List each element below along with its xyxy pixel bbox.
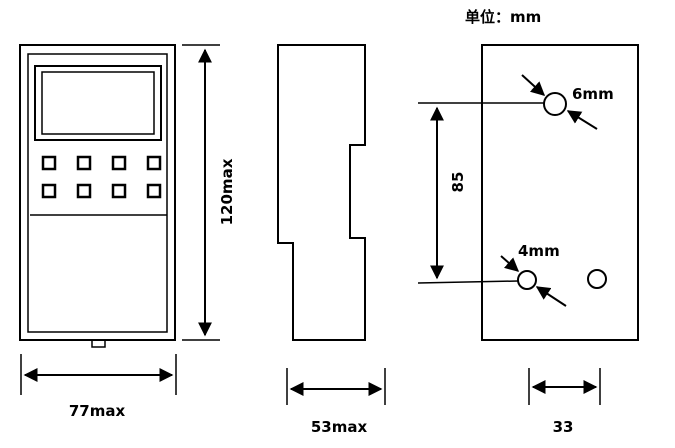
hole-small-label: 4mm: [518, 242, 560, 260]
horizontal-spacing-label: 33: [553, 418, 574, 436]
button-row1-3: [111, 155, 127, 171]
bottom-connector: [91, 339, 106, 348]
front-width-label: 77max: [69, 402, 126, 420]
front-inner-body: [27, 53, 168, 333]
front-view: [19, 44, 176, 348]
mounting-hole-small: [517, 270, 537, 290]
front-height-label: 120max: [218, 158, 236, 225]
vertical-spacing-label: 85: [449, 172, 467, 193]
button-row2-3: [111, 183, 127, 199]
hole-large-label: 6mm: [572, 85, 614, 103]
lcd-screen-frame: [34, 65, 162, 141]
button-row2-2: [76, 183, 92, 199]
button-row1-1: [41, 155, 57, 171]
front-width-dimension: [20, 354, 177, 395]
mounting-hole-small-right: [587, 269, 607, 289]
button-row1-2: [76, 155, 92, 171]
hole-large-arrows: [521, 74, 598, 130]
back-view-outline: [481, 44, 639, 341]
horizontal-spacing-dimension: [528, 368, 601, 405]
side-view-outline: [277, 44, 366, 341]
lcd-screen: [41, 71, 155, 135]
vertical-spacing-dimension: [417, 102, 545, 284]
button-row2-4: [146, 183, 162, 199]
mounting-hole-large: [543, 92, 567, 116]
hole-small-arrows: [500, 255, 567, 307]
button-row1-4: [146, 155, 162, 171]
side-width-dimension: [286, 368, 386, 405]
front-height-dimension: [182, 44, 220, 341]
button-row2-1: [41, 183, 57, 199]
side-width-label: 53max: [311, 418, 368, 436]
unit-note: 单位：mm: [465, 8, 541, 26]
